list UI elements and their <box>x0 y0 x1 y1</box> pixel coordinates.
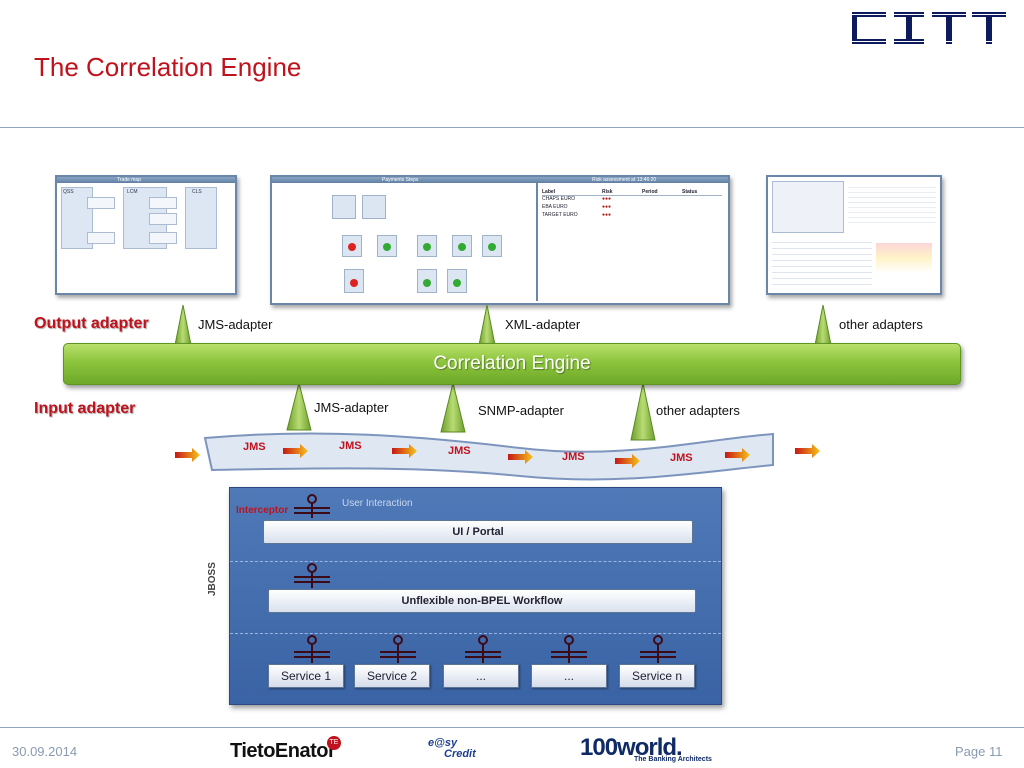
service-box: Service n <box>619 664 695 688</box>
interceptor-icon <box>294 494 330 518</box>
interceptor-icon <box>294 563 330 588</box>
footer-page: Page 11 <box>955 744 1003 759</box>
output-adapter-jms: JMS-adapter <box>198 317 273 332</box>
interceptor-icon <box>551 635 587 663</box>
payments-screenshot: Payments Steps Risk assessment at 13:46:… <box>270 175 730 305</box>
interceptor-icon <box>380 635 416 663</box>
output-adapter-label: Output adapter <box>34 315 149 332</box>
jboss-side-label: JBOSS <box>207 562 218 596</box>
risk-header-status: Status <box>682 189 698 195</box>
flow-arrow <box>725 448 750 462</box>
flow-arrow <box>795 444 820 458</box>
easy-credit-logo-bottom: Credit <box>444 748 476 760</box>
output-adapter-other: other adapters <box>839 317 923 332</box>
service-box: Service 2 <box>354 664 430 688</box>
input-connector <box>440 382 466 433</box>
interceptor-label: Interceptor <box>236 505 289 516</box>
input-connector <box>630 382 656 441</box>
flow-arrow <box>175 448 200 462</box>
risk-header-label: Label <box>542 189 556 195</box>
risk-header-risk: Risk <box>602 189 613 195</box>
service-box: Service 1 <box>268 664 344 688</box>
dashboard-screenshot <box>766 175 942 295</box>
slide-title: The Correlation Engine <box>34 52 302 82</box>
easy-credit-logo-top: e@sy <box>428 737 458 749</box>
100world-logo: 100world. <box>580 734 683 761</box>
citt-logo <box>850 12 1010 44</box>
jboss-container: User Interaction UI / Portal Unflexible … <box>229 487 722 705</box>
trade-map-screenshot: Trade map QSS LCM CLS <box>55 175 237 295</box>
workflow-bar: Unflexible non-BPEL Workflow <box>268 589 696 613</box>
input-adapter-jms: JMS-adapter <box>314 400 389 415</box>
tietoenator-logo: TietoEnator <box>230 740 336 762</box>
footer-divider <box>0 727 1024 728</box>
input-adapter-snmp: SNMP-adapter <box>478 403 564 418</box>
input-connector <box>286 382 312 431</box>
output-connector <box>478 304 496 346</box>
payments-title: Payments Steps <box>382 177 419 183</box>
correlation-engine-bar: Correlation Engine <box>63 343 961 385</box>
trade-col-lcm: LCM <box>127 189 138 195</box>
risk-title: Risk assessment at 13:46:20 <box>592 177 657 183</box>
risk-row: TARGET EURO <box>542 212 578 218</box>
flow-arrow <box>283 444 308 458</box>
ui-portal-label: UI / Portal <box>452 526 504 538</box>
output-adapter-xml: XML-adapter <box>505 317 581 332</box>
correlation-engine-label: Correlation Engine <box>433 353 591 374</box>
bus-label-jms: JMS <box>339 440 362 452</box>
bus-label-jms: JMS <box>562 451 585 463</box>
output-connector <box>174 304 192 346</box>
ui-portal-bar: UI / Portal <box>263 520 693 544</box>
input-adapter-label: Input adapter <box>34 400 136 417</box>
bus-label-jms: JMS <box>670 452 693 464</box>
output-connector <box>814 304 832 346</box>
flow-arrow <box>392 444 417 458</box>
service-box: ... <box>531 664 607 688</box>
risk-row: CHAPS EURO <box>542 196 576 202</box>
risk-header-period: Period <box>642 189 658 195</box>
service-box: ... <box>443 664 519 688</box>
interceptor-symbols <box>294 494 676 663</box>
input-adapter-other: other adapters <box>656 403 740 418</box>
trade-map-title: Trade map <box>117 177 141 183</box>
risk-row: EBA EURO <box>542 204 568 210</box>
jms-bus <box>203 432 774 481</box>
workflow-label: Unflexible non-BPEL Workflow <box>401 595 563 607</box>
user-interaction-label: User Interaction <box>342 498 413 509</box>
bus-label-jms: JMS <box>243 441 266 453</box>
interceptor-icon <box>465 635 501 663</box>
header-divider <box>0 127 1024 128</box>
100world-tagline: The Banking Architects <box>634 756 712 763</box>
interceptor-icon <box>294 635 330 663</box>
footer-date: 30.09.2014 <box>12 744 78 759</box>
trade-col-qss: QSS <box>63 189 74 195</box>
bus-label-jms: JMS <box>448 445 471 457</box>
trade-col-cls: CLS <box>192 189 202 195</box>
flow-arrow <box>508 450 533 464</box>
flow-arrow <box>615 454 640 468</box>
interceptor-icon <box>640 635 676 663</box>
tietoenator-badge: TE <box>327 736 341 750</box>
